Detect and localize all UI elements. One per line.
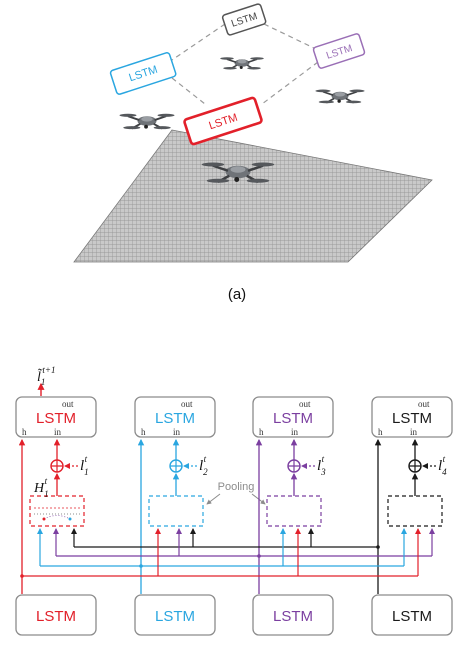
lstm-label: LSTM <box>155 608 195 625</box>
lstm-label: LSTM <box>273 410 313 427</box>
in-label: in <box>54 427 62 437</box>
lstm-left-box: LSTM <box>109 52 177 95</box>
concat-node-4: l4t <box>408 438 447 477</box>
out-label: out <box>181 399 193 409</box>
in-label: in <box>291 427 299 437</box>
lstm-right-box: LSTM <box>312 33 366 69</box>
lstm-label: LSTM <box>392 410 432 427</box>
top-scene: LSTM LSTM LSTM LSTM (a) <box>73 3 433 303</box>
lstm-label: LSTM <box>392 608 432 625</box>
h-label: h <box>141 427 146 437</box>
sharing-bus <box>20 528 435 578</box>
lower-lstm-1: LSTM <box>15 594 97 636</box>
lstm-front-box: LSTM <box>183 96 263 146</box>
out-label: out <box>299 399 311 409</box>
lower-lstm-3: LSTM <box>252 594 334 636</box>
upper-lstm-3: out LSTM h in <box>252 396 334 438</box>
upper-lstm-2: out LSTM h in <box>134 396 216 438</box>
pooling-box-2 <box>148 472 204 527</box>
lstm-label: LSTM <box>155 410 195 427</box>
out-label: out <box>62 399 74 409</box>
l1-label: l1t <box>80 454 89 477</box>
lstm-label: LSTM <box>36 608 76 625</box>
out-label: out <box>418 399 430 409</box>
concat-node-1: l1t <box>50 438 89 477</box>
upper-lstm-1: out LSTM h in <box>15 396 97 438</box>
upper-lstm-4: out LSTM h in <box>371 396 453 438</box>
output-label: l̃1t+1 <box>37 365 55 387</box>
lower-lstm-2: LSTM <box>134 594 216 636</box>
h-label: h <box>378 427 383 437</box>
drone-icon <box>314 88 366 105</box>
dashed-links <box>171 23 319 105</box>
l2-label: l2t <box>199 454 208 477</box>
h-label: h <box>259 427 264 437</box>
hidden-state-label: H1t <box>33 476 49 499</box>
lstm-top-box: LSTM <box>221 3 267 36</box>
pooling-label: Pooling <box>218 481 255 493</box>
concat-node-2: l2t <box>169 438 208 477</box>
pooling-box-3 <box>266 472 322 527</box>
l4-label: l4t <box>438 454 447 477</box>
h-label: h <box>22 427 27 437</box>
pooling-box-1 <box>29 472 85 527</box>
caption-a: (a) <box>228 286 246 303</box>
drone-icon <box>118 112 176 131</box>
ground-grid <box>73 129 433 263</box>
lower-lstm-4: LSTM <box>371 594 453 636</box>
bottom-architecture: l̃1t+1 out LSTM h in out LSTM h in out L… <box>15 365 453 636</box>
concat-node-3: l3t <box>287 438 326 477</box>
l3-label: l3t <box>317 454 326 477</box>
lstm-label: LSTM <box>273 608 313 625</box>
pooling-box-4 <box>387 472 443 527</box>
lstm-label: LSTM <box>36 410 76 427</box>
drone-icon <box>219 56 265 71</box>
in-label: in <box>410 427 418 437</box>
in-label: in <box>173 427 181 437</box>
